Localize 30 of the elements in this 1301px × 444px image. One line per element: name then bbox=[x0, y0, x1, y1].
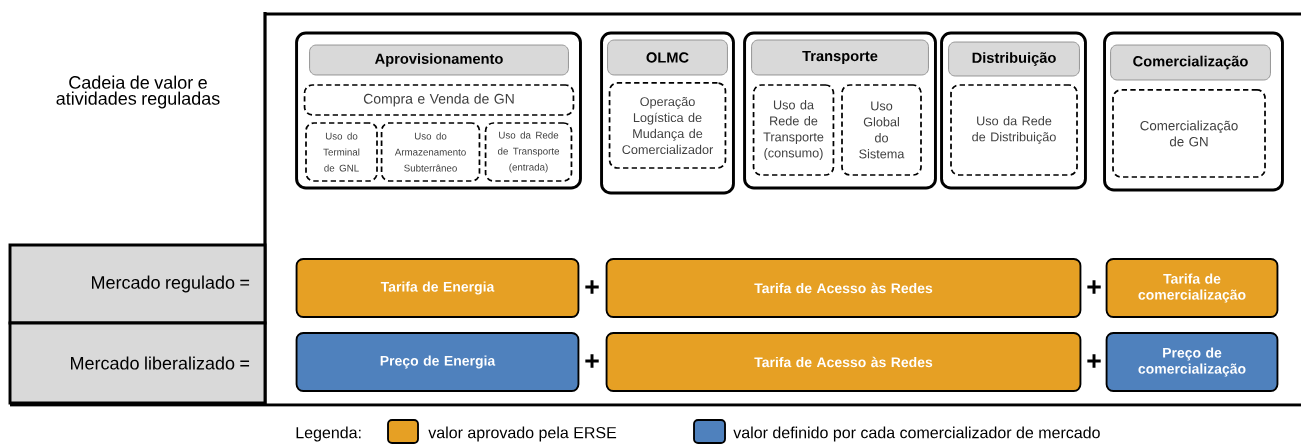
price-box: Tarifa de comercialização bbox=[1105, 258, 1279, 318]
price-box: Preço de Energia bbox=[295, 332, 580, 392]
row-header-cell: Mercado liberalizado = bbox=[8, 321, 267, 405]
activity-box: Uso da Rede de Transporte (entrada) bbox=[484, 122, 573, 182]
price-box: Preço de comercialização bbox=[1105, 332, 1279, 392]
header-bar: Aprovisionamento bbox=[309, 44, 569, 76]
header-bar: OLMC bbox=[607, 39, 728, 76]
activity-box: Comercialização de GN bbox=[1112, 89, 1266, 178]
price-box: Tarifa de Acesso às Redes bbox=[605, 258, 1082, 318]
activity-box: Uso do Armazenamento Subterrâneo bbox=[380, 122, 481, 182]
row-title: Cadeia de valor e atividades reguladas bbox=[56, 75, 220, 109]
row-header-cell: Mercado regulado = bbox=[8, 243, 267, 325]
header-bar: Comercialização bbox=[1110, 44, 1271, 81]
plus-sign: + bbox=[1087, 354, 1101, 368]
activity-box: Operação Logística de Mudança de Comercializador bbox=[608, 82, 727, 169]
activity-box: Compra e Venda de GN bbox=[303, 84, 575, 116]
activity-box: Uso Global do Sistema bbox=[841, 84, 922, 176]
legend-text: valor aprovado pela ERSE bbox=[428, 426, 617, 442]
plus-sign: + bbox=[1087, 280, 1101, 294]
price-box: Tarifa de Energia bbox=[295, 258, 580, 318]
activity-box: Uso do Terminal de GNL bbox=[305, 122, 378, 182]
header-bar: Transporte bbox=[751, 39, 929, 76]
legend-title: Legenda: bbox=[296, 426, 361, 442]
legend-text: valor definido por cada comercializador de mercado bbox=[733, 426, 1100, 442]
header-bar: Distribuição bbox=[948, 41, 1080, 77]
plus-sign: + bbox=[585, 354, 599, 368]
activity-box: Uso da Rede de Transporte (consumo) bbox=[752, 84, 835, 176]
activity-box: Uso da Rede de Distribuição bbox=[950, 84, 1078, 176]
price-box: Tarifa de Acesso às Redes bbox=[605, 332, 1082, 392]
plus-sign: + bbox=[585, 280, 599, 294]
